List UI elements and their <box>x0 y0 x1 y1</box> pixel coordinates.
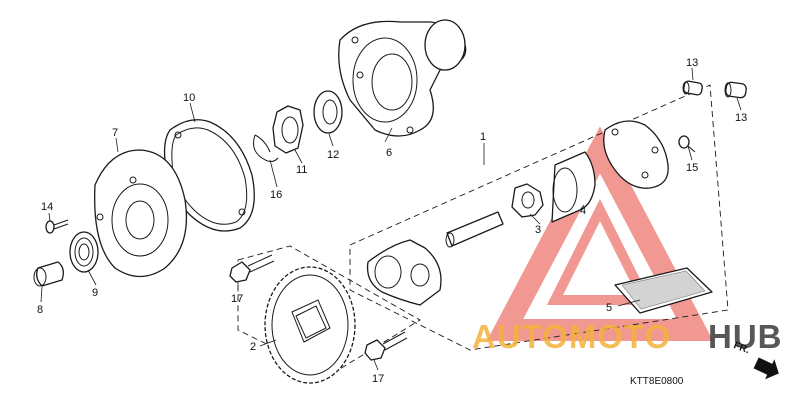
callout-13-right: 13 <box>735 112 747 124</box>
callout-1: 1 <box>480 131 486 143</box>
part-2-driven-gear <box>264 266 356 384</box>
callout-3: 3 <box>535 224 541 236</box>
part-13-dowel-pin-b <box>724 81 747 99</box>
part-11-nut <box>272 105 304 154</box>
callout-14: 14 <box>41 201 53 213</box>
assembly-box-gear <box>237 245 421 376</box>
pump-plate <box>603 120 669 189</box>
part-17-bolt-lower <box>364 331 408 361</box>
callout-15: 15 <box>686 162 698 174</box>
callout-17-lower: 17 <box>372 373 384 385</box>
callout-4: 4 <box>580 205 586 217</box>
part-12-seal-washer <box>313 90 343 134</box>
watermark-logo-triangle <box>486 126 714 341</box>
part-6-pump-housing <box>338 19 467 137</box>
arrow-right-icon <box>753 357 779 380</box>
part-8-piston <box>33 261 64 287</box>
part-7-pump-cover <box>94 149 188 278</box>
callout-5: 5 <box>606 302 612 314</box>
callout-11: 11 <box>296 164 307 176</box>
callout-17-upper: 17 <box>231 293 243 305</box>
front-direction-arrow: FR. <box>732 340 779 380</box>
part-5-oil-strainer <box>614 267 713 314</box>
callout-2: 2 <box>250 341 256 353</box>
part-13-dowel-pin-a <box>682 80 703 96</box>
callout-9: 9 <box>92 287 98 299</box>
callout-8: 8 <box>37 304 43 316</box>
drawing-code: KTT8E0800 <box>630 376 684 387</box>
assembly-box-pump <box>349 84 729 351</box>
part-14-screw <box>45 219 69 234</box>
direction-label: FR. <box>732 340 751 356</box>
callout-12: 12 <box>327 149 339 161</box>
part-4-outer-rotor <box>551 151 596 223</box>
part-3-pump-shaft <box>445 183 544 248</box>
part-15-screw <box>678 135 696 153</box>
watermark-text-hub: HUB <box>708 318 783 355</box>
callout-10: 10 <box>183 92 195 104</box>
leader-lines <box>40 67 742 371</box>
callout-6: 6 <box>386 147 392 159</box>
callout-16: 16 <box>270 189 282 201</box>
part-16-clip <box>253 134 279 162</box>
part-10-gasket <box>163 119 255 232</box>
pump-body <box>366 239 442 306</box>
callout-13-left: 13 <box>686 57 698 69</box>
callout-7: 7 <box>112 127 118 139</box>
watermark-text-automoto: AUTOMOTO <box>472 318 671 355</box>
part-17-bolt-upper <box>229 254 275 283</box>
part-9-spring <box>69 231 99 273</box>
